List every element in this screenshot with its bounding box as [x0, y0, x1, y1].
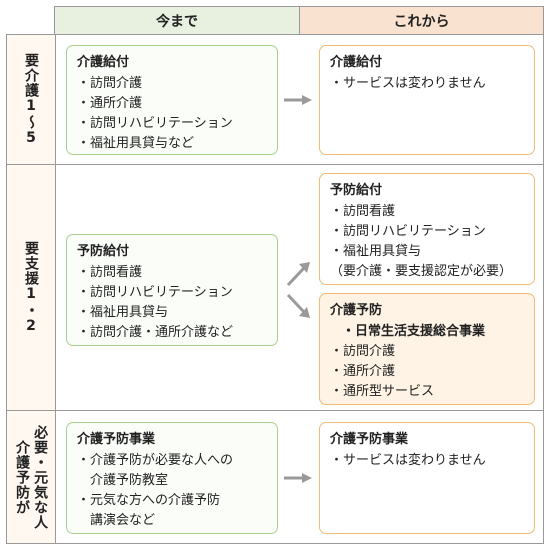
box-title: 介護予防事業	[77, 432, 156, 447]
list-item: ・元気な方への介護予防	[77, 493, 221, 508]
list-item: （要介護・要支援認定が必要）	[330, 264, 513, 279]
list-item: ・サービスは変わりません	[330, 76, 486, 91]
list-item: 介護予防教室	[77, 473, 169, 488]
box-title: 介護給付	[77, 55, 130, 70]
list-item: ・訪問介護	[330, 344, 396, 359]
list-item: ・訪問看護	[330, 204, 396, 219]
row-label-text-line2: 必要・元気な人	[32, 424, 49, 530]
box-care-benefit-after: 介護給付 ・サービスは変わりません	[319, 45, 535, 155]
list-item: ・介護予防が必要な人への	[77, 453, 234, 468]
box-prevention-benefit-before: 予防給付 ・訪問看護 ・訪問リハビリテーション ・福祉用具貸与 ・訪問介護・通所…	[66, 234, 278, 346]
box-title: 介護給付	[330, 55, 383, 70]
list-item: ・サービスは変わりません	[330, 453, 486, 468]
header-before: 今まで	[54, 6, 300, 35]
box-title: 介護予防	[330, 303, 383, 318]
row-label-text: 要支援1・2	[23, 240, 40, 335]
list-item: ・福祉用具貸与	[330, 244, 422, 259]
row-label-text: 要介護1〜5	[23, 52, 40, 147]
list-item: ・通所型サービス	[330, 384, 435, 399]
row-label-care-level: 要介護1〜5	[6, 34, 55, 165]
box-title: 予防給付	[77, 244, 130, 259]
list-item: ・訪問介護・通所介護など	[77, 325, 234, 340]
row-label-support-level: 要支援1・2	[6, 164, 55, 411]
list-item: ・訪問リハビリテーション	[77, 285, 233, 300]
box-prevention-benefit-after: 予防給付 ・訪問看護 ・訪問リハビリテーション ・福祉用具貸与 （要介護・要支援…	[319, 173, 535, 285]
box-care-benefit-before: 介護給付 ・訪問介護 ・通所介護 ・訪問リハビリテーション ・福祉用具貸与など	[66, 45, 278, 155]
box-prevention-project-after: 介護予防事業 ・サービスは変わりません	[319, 422, 535, 534]
list-item: ・訪問リハビリテーション	[330, 224, 486, 239]
list-item: ・訪問介護	[77, 76, 143, 91]
box-prevention-project-before: 介護予防事業 ・介護予防が必要な人への 介護予防教室 ・元気な方への介護予防 講…	[66, 422, 278, 534]
box-subtitle: ・日常生活支援総合事業	[342, 324, 486, 339]
box-title: 介護予防事業	[330, 432, 409, 447]
box-title: 予防給付	[330, 183, 383, 198]
list-item: ・通所介護	[77, 96, 143, 111]
row-label-text-line1: 介護予防が	[14, 439, 30, 515]
list-item: ・訪問看護	[77, 265, 143, 280]
list-item: ・福祉用具貸与	[77, 305, 169, 320]
list-item: ・訪問リハビリテーション	[77, 116, 233, 131]
header-after: これから	[299, 6, 544, 35]
list-item: ・通所介護	[330, 364, 396, 379]
list-item: 講演会など	[77, 513, 156, 528]
row-label-prevention: 介護予防が 必要・元気な人	[6, 410, 55, 544]
list-item: ・福祉用具貸与など	[77, 136, 195, 151]
box-care-prevention-after: 介護予防 ・日常生活支援総合事業 ・訪問介護 ・通所介護 ・通所型サービス	[319, 293, 535, 405]
